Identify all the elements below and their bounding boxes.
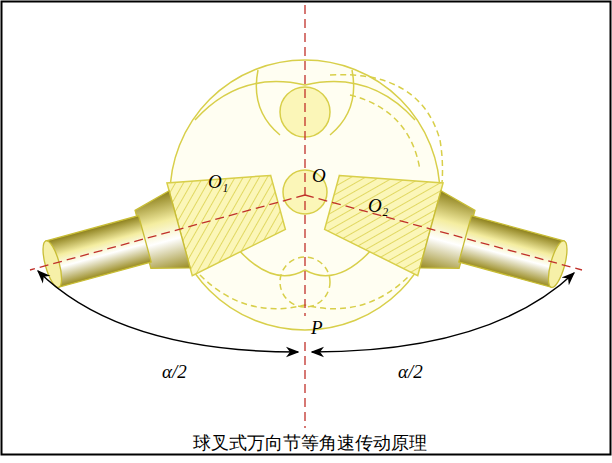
angle-label: α/2 xyxy=(162,362,187,381)
angle-arc xyxy=(38,271,298,352)
angle-arc xyxy=(312,273,574,352)
axis-lines xyxy=(30,5,582,428)
point-label: O₂ xyxy=(368,196,388,215)
right-axis xyxy=(305,195,582,270)
frame xyxy=(2,2,611,455)
point-label: O xyxy=(312,166,326,185)
angle-label: α/2 xyxy=(398,362,423,381)
point-label: P xyxy=(311,318,323,337)
left-axis xyxy=(30,195,305,270)
bisector-axis xyxy=(304,342,305,428)
right-rod-end xyxy=(545,239,571,289)
bisector-axis xyxy=(304,5,305,316)
left-rod-end xyxy=(39,239,65,289)
point-label: O₁ xyxy=(208,172,228,191)
caption: 球叉式万向节等角速传动原理 xyxy=(193,433,427,453)
